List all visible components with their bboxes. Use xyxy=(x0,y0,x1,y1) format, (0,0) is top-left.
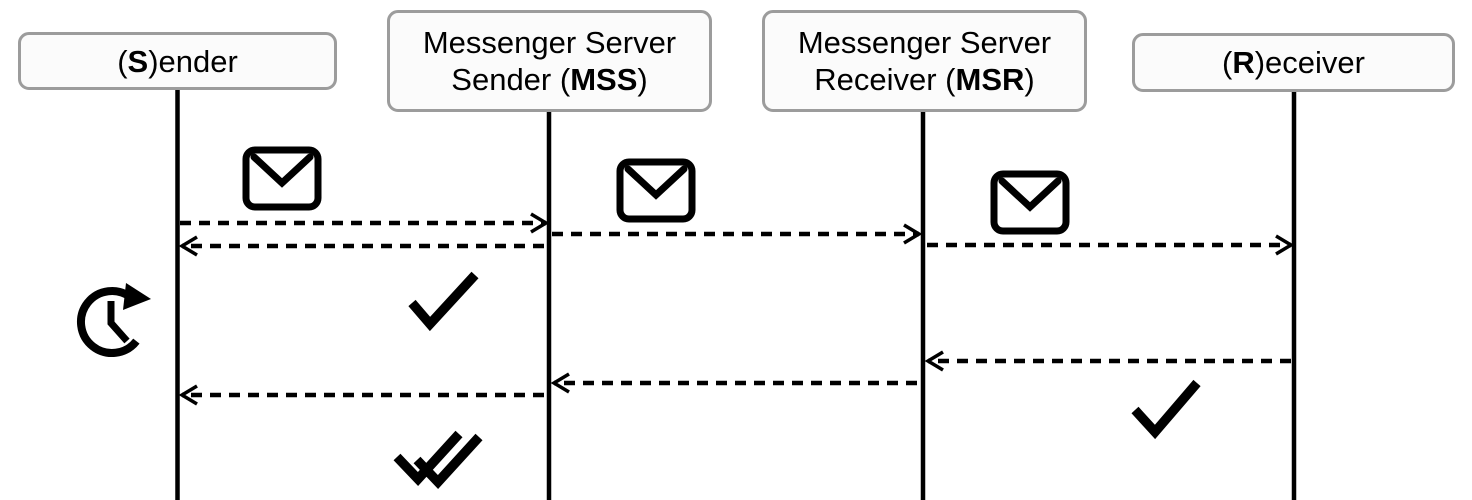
clock-arrowhead xyxy=(123,283,151,310)
single-check-icon xyxy=(408,271,479,332)
double-check-icon xyxy=(393,430,483,489)
actor-box-sender: (S)ender xyxy=(18,32,337,90)
single-check-icon xyxy=(1131,379,1201,440)
actor-sender-label: (S)ender xyxy=(117,43,238,79)
actor-msr-label-line2: Receiver (MSR) xyxy=(814,62,1035,97)
actor-receiver-label: (R)eceiver xyxy=(1222,45,1365,80)
actor-box-mss: Messenger Server Sender (MSS) xyxy=(387,10,712,112)
actor-mss-label-line1: Messenger Server xyxy=(422,25,677,60)
actor-box-receiver: (R)eceiver xyxy=(1132,33,1455,92)
envelope-icon xyxy=(246,150,318,207)
envelope-icon xyxy=(994,174,1066,231)
clock-forward-icon xyxy=(76,283,151,357)
actor-box-msr: Messenger Server Receiver (MSR) xyxy=(762,10,1087,112)
actor-mss-label-line2: Sender (MSS) xyxy=(451,62,648,97)
actor-msr-label-line1: Messenger Server xyxy=(797,25,1052,60)
envelope-icon xyxy=(620,162,692,219)
